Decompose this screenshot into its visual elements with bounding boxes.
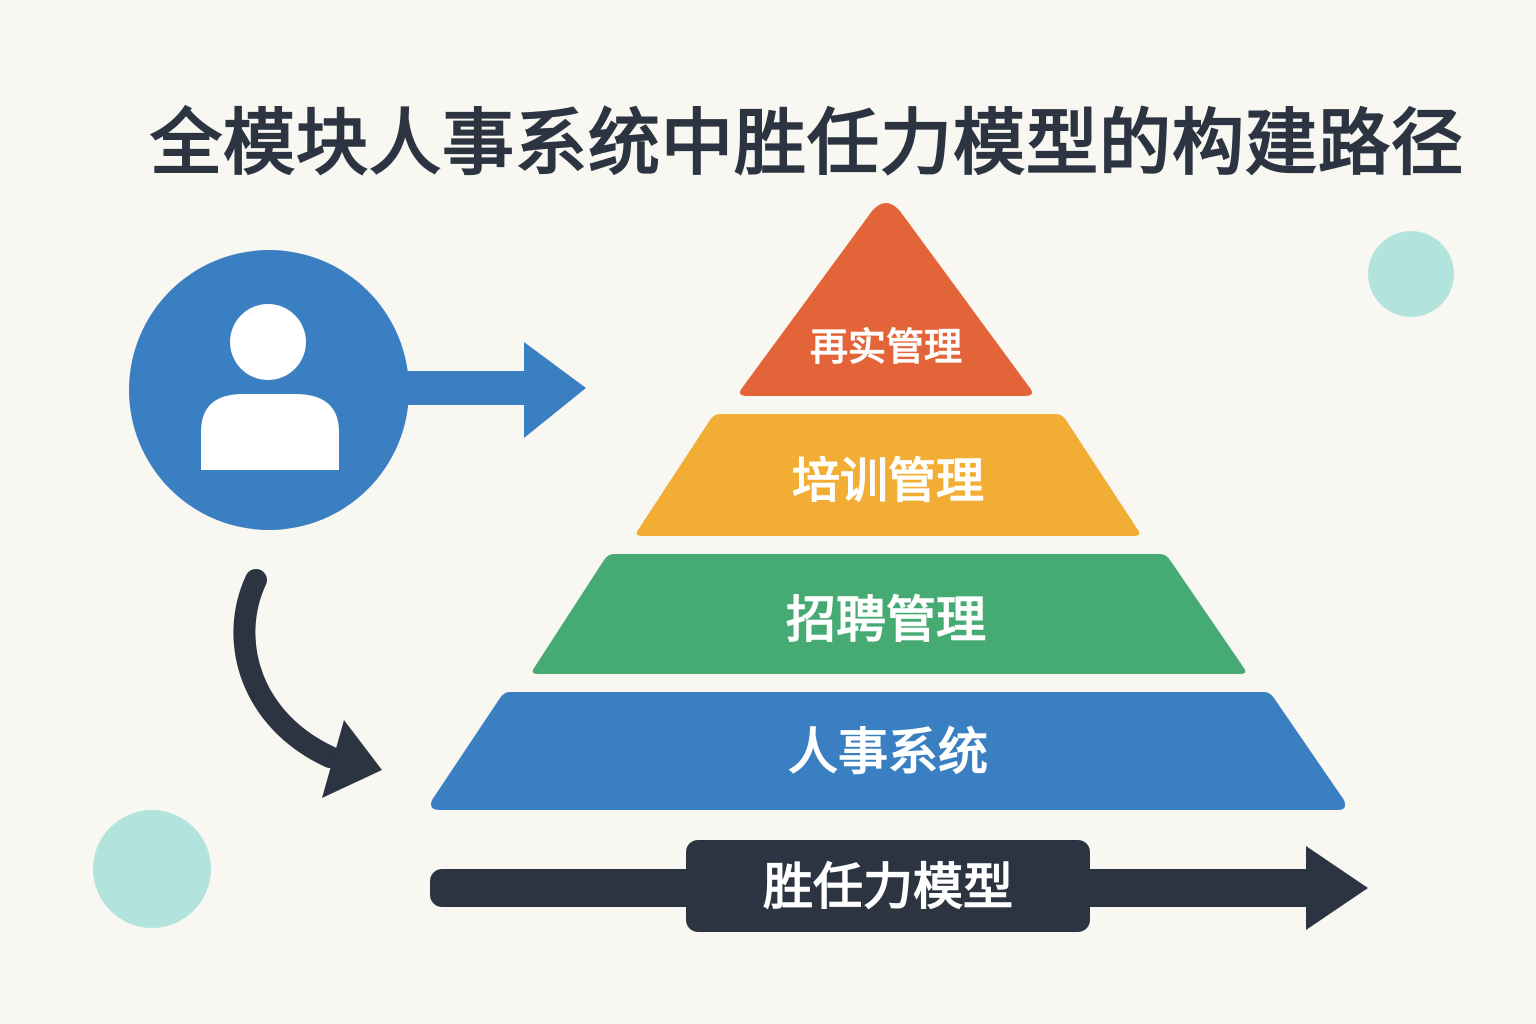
pyramid-tier-4-shape [431,692,1346,810]
pyramid-tier-1: 再实管理 [740,203,1032,396]
pyramid-tier-1-label: 再实管理 [810,325,962,369]
arrow-right-icon [400,342,586,438]
pyramid-tier-1-shape [740,203,1032,396]
arrow-right-icon [1306,846,1368,930]
curved-arrow-icon [233,569,382,798]
decorative-dot-top-right [1368,231,1454,317]
pyramid-tier-3: 招聘管理 [532,554,1246,674]
decorative-dot-bottom-left [93,810,211,928]
pyramid-tier-4: 人事系统 [431,692,1346,810]
pyramid-tier-2-shape [636,414,1140,536]
competency-model-label: 胜任力模型 [763,858,1013,916]
pyramid-tier-4-label: 人事系统 [788,723,988,781]
pyramid-tier-2-label: 培训管理 [792,453,984,509]
pyramid-tier-3-shape [532,554,1246,674]
competency-model-label-box [686,840,1090,932]
user-icon [129,250,409,530]
competency-model-arrow: 胜任力模型 [430,840,1368,932]
page-title: 全模块人事系统中胜任力模型的构建路径 [150,101,1465,185]
pyramid-tier-3-label: 招聘管理 [786,591,986,649]
pyramid-tier-2: 培训管理 [636,414,1140,536]
